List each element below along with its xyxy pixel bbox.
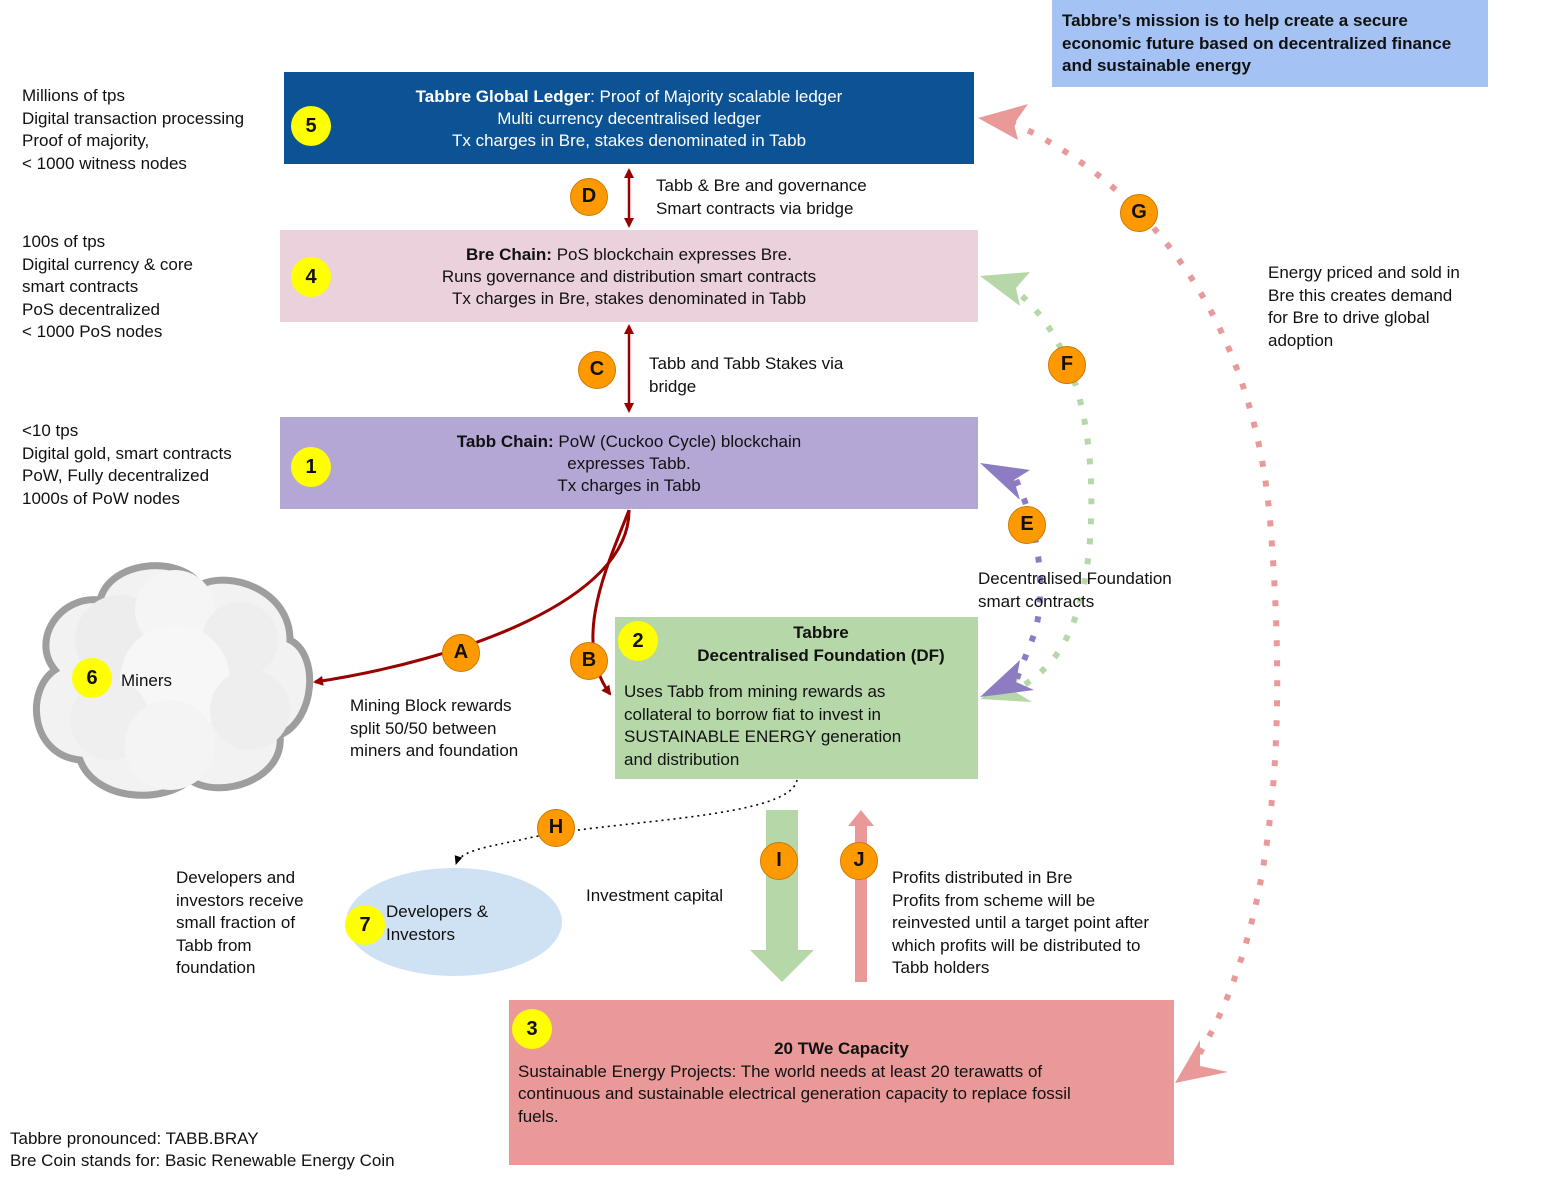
mission-text: Tabbre’s mission is to help create a sec… <box>1062 11 1452 75</box>
edge-f-arrowhead-top <box>980 272 1030 306</box>
edge-h-arrow <box>454 779 798 865</box>
energy-box: 20 TWe Capacity Sustainable Energy Proje… <box>509 1000 1174 1165</box>
developers-side-text: Developers and investors receive small f… <box>176 868 304 977</box>
edge-e-arrowhead-bottom <box>980 660 1034 697</box>
badge-b: B <box>570 642 608 680</box>
badge-g: G <box>1120 194 1158 232</box>
tabb-chain-side-text: <10 tps Digital gold, smart contracts Po… <box>22 421 232 508</box>
footer-line2: Bre Coin stands for: Basic Renewable Ene… <box>10 1151 395 1170</box>
bre-chain-box: Bre Chain: PoS blockchain expresses Bre.… <box>280 230 978 322</box>
edge-c-text: Tabb and Tabb Stakes via bridge <box>649 354 844 396</box>
edge-g-text: Energy priced and sold in Bre this creat… <box>1268 263 1460 350</box>
bre-chain-line3: Tx charges in Bre, stakes denominated in… <box>451 289 807 308</box>
badge-4: 4 <box>291 257 331 297</box>
badge-a: A <box>442 634 480 672</box>
tabb-chain-line2: expresses Tabb. <box>567 454 691 473</box>
bre-chain-line2: Runs governance and distribution smart c… <box>441 267 817 286</box>
tabb-chain-line3: Tx charges in Tabb <box>557 476 701 495</box>
developers-ellipse <box>346 868 562 976</box>
badge-1: 1 <box>291 447 331 487</box>
badge-i: I <box>760 842 798 880</box>
ledger-line2: Multi currency decentralised ledger <box>497 109 761 128</box>
edge-a-arrow <box>313 509 631 686</box>
badge-e: E <box>1008 506 1046 544</box>
bre-chain-title-rest: PoS blockchain expresses Bre. <box>551 245 792 264</box>
ledger-title: Tabbre Global Ledger <box>415 87 591 106</box>
tabb-chain-title: Tabb Chain: <box>456 432 554 451</box>
df-body: Uses Tabb from mining rewards as collate… <box>624 682 902 769</box>
df-box: Tabbre Decentralised Foundation (DF) Use… <box>615 617 978 779</box>
df-title2: Decentralised Foundation (DF) <box>697 645 945 665</box>
edge-g-arrowhead-top <box>978 104 1028 140</box>
badge-c: C <box>578 351 616 389</box>
edge-i-arrow <box>750 810 814 982</box>
badge-f: F <box>1048 346 1086 384</box>
edge-i-text: Investment capital <box>586 886 724 905</box>
edge-g-arrow <box>1008 119 1281 1074</box>
footer-line1: Tabbre pronounced: TABB.BRAY <box>10 1129 259 1148</box>
badge-2: 2 <box>618 621 658 661</box>
edge-e-text: Decentralised Foundation smart contracts <box>978 569 1172 611</box>
badge-3: 3 <box>512 1009 552 1049</box>
df-title1: Tabbre <box>793 623 849 642</box>
ledger-box: Tabbre Global Ledger: Proof of Majority … <box>284 72 974 164</box>
badge-7: 7 <box>345 905 385 945</box>
mission-box: Tabbre’s mission is to help create a sec… <box>1052 0 1488 87</box>
edge-g-arrowhead-bottom <box>1175 1040 1228 1083</box>
ledger-line3: Tx charges in Bre, stakes denominated in… <box>451 131 807 150</box>
tabb-chain-box: Tabb Chain: PoW (Cuckoo Cycle) blockchai… <box>280 417 978 509</box>
energy-body: Sustainable Energy Projects: The world n… <box>518 1061 1071 1126</box>
edge-a-text: Mining Block rewards split 50/50 between… <box>350 696 519 760</box>
tabb-chain-title-rest: PoW (Cuckoo Cycle) blockchain <box>553 432 802 451</box>
edge-e-arrowhead-top <box>980 463 1030 500</box>
energy-title: 20 TWe Capacity <box>774 1039 909 1058</box>
miners-label: Miners <box>121 671 173 690</box>
ledger-title-rest: : Proof of Majority scalable ledger <box>590 87 843 106</box>
edge-j-text: Profits distributed in Bre Profits from … <box>892 868 1150 977</box>
edge-d-text: Tabb & Bre and governance Smart contract… <box>656 176 867 218</box>
ledger-side-text: Millions of tps Digital transaction proc… <box>22 86 245 173</box>
badge-d: D <box>570 178 608 216</box>
bre-chain-title: Bre Chain: <box>466 245 552 264</box>
badge-h: H <box>537 809 575 847</box>
bre-chain-side-text: 100s of tps Digital currency & core smar… <box>22 232 194 341</box>
edge-j-arrow <box>848 810 874 982</box>
badge-j: J <box>840 842 878 880</box>
miners-cloud <box>32 562 314 799</box>
badge-6: 6 <box>72 658 112 698</box>
developers-label: Developers & Investors <box>386 902 489 944</box>
badge-5: 5 <box>291 106 331 146</box>
